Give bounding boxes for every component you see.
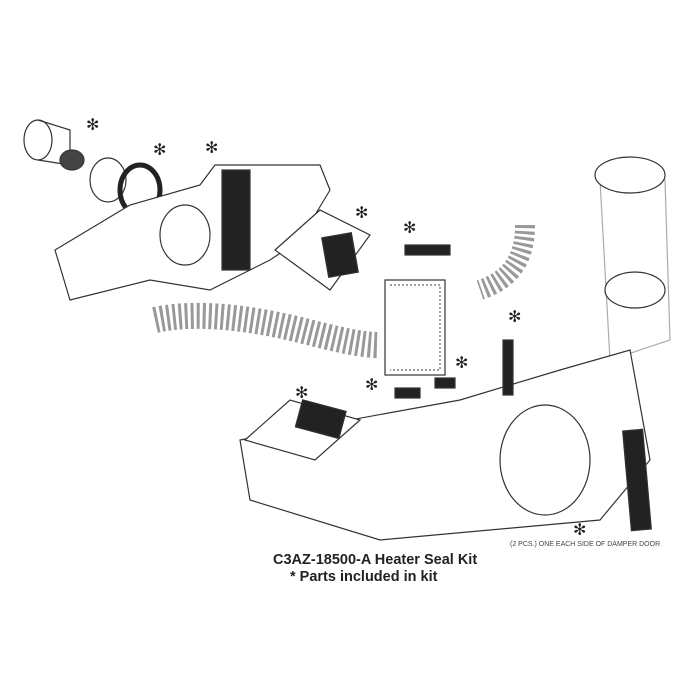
svg-text:✻: ✻ — [403, 218, 416, 237]
plenum-seal — [321, 232, 359, 278]
svg-text:✻: ✻ — [153, 140, 166, 159]
svg-text:✻: ✻ — [365, 375, 378, 394]
svg-text:✻: ✻ — [295, 383, 308, 402]
duct-hose-long — [152, 302, 381, 358]
svg-text:✻: ✻ — [508, 307, 521, 326]
door-seal — [294, 399, 347, 440]
core-seal-top — [404, 244, 451, 256]
heater-case — [239, 349, 651, 541]
vertical-seal — [502, 339, 514, 396]
core-seal-bottom — [394, 387, 421, 399]
defroster-duct — [599, 179, 671, 361]
plenum-plate — [274, 209, 371, 291]
core-seal-side — [434, 377, 456, 389]
heater-core — [384, 279, 446, 376]
blower-motor — [23, 119, 163, 218]
svg-text:✻: ✻ — [455, 353, 468, 372]
kit-title: C3AZ-18500-A Heater Seal Kit — [273, 552, 478, 568]
housing-seal — [221, 169, 251, 271]
kit-part-markers: ✻ ✻ ✻ ✻ ✻ ✻ ✻ ✻ ✻ ✻ — [86, 115, 586, 539]
damper-note: (2 PCS.) ONE EACH SIDE OF DAMPER DOOR — [510, 541, 661, 548]
svg-text:✻: ✻ — [355, 203, 368, 222]
duct-hose-short — [476, 224, 535, 300]
blower-housing — [54, 164, 331, 301]
kit-legend: * Parts included in kit — [290, 569, 438, 585]
svg-text:✻: ✻ — [86, 115, 99, 134]
damper-seal — [622, 428, 652, 532]
svg-text:✻: ✻ — [573, 520, 586, 539]
svg-text:✻: ✻ — [205, 138, 218, 157]
